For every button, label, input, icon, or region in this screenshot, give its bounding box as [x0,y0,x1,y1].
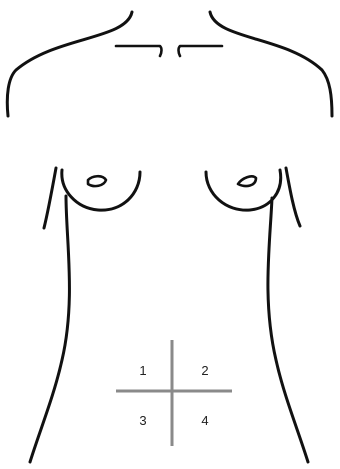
left-clavicle [116,46,162,56]
left-nipple [88,176,106,186]
right-breast-outline [206,170,281,210]
quadrant-label-2: 2 [201,363,208,378]
right-shoulder-outline [210,12,332,116]
left-shoulder-outline [7,12,132,116]
right-side-lower [268,198,308,462]
right-side-upper [286,168,300,226]
left-side-lower [30,196,69,462]
quadrant-label-1: 1 [139,363,146,378]
left-side-upper [44,168,56,228]
right-clavicle [179,46,223,56]
right-nipple [238,176,256,186]
quadrant-label-3: 3 [139,413,146,428]
quadrant-label-4: 4 [201,413,208,428]
